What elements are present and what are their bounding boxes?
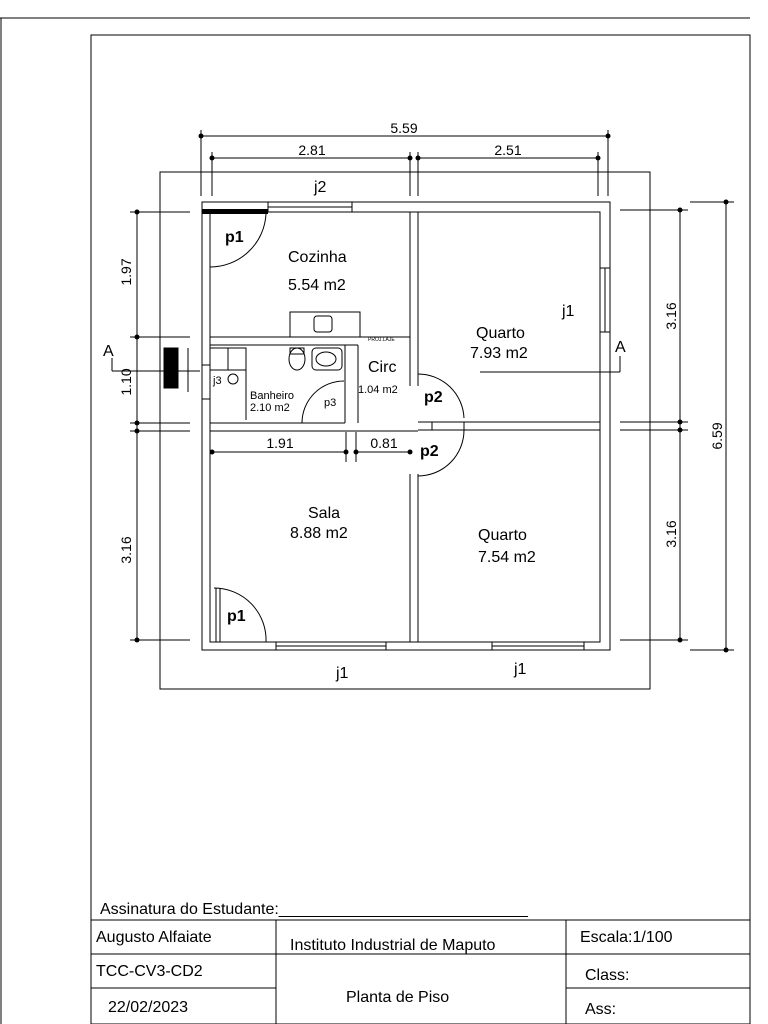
dim-left-mid: 1.10 xyxy=(118,368,134,395)
room-quarto2-name: Quarto xyxy=(478,527,527,544)
scale-label: Escala:1/100 xyxy=(580,929,673,946)
window-j2 xyxy=(267,201,353,213)
dim-right-overall: 6.59 xyxy=(709,422,725,449)
drawing-title: Planta de Piso xyxy=(346,989,449,1006)
drawing-code: TCC-CV3-CD2 xyxy=(96,963,203,980)
label-p2-quarto: p2 xyxy=(424,389,443,406)
dimension-ticks xyxy=(134,133,729,653)
dim-right-top: 3.16 xyxy=(663,302,679,329)
dim-top-right: 2.51 xyxy=(494,142,521,158)
class-label: Class: xyxy=(585,967,629,984)
room-cozinha-name: Cozinha xyxy=(288,249,347,266)
interior-walls xyxy=(210,211,600,642)
door-p1-leaf-top xyxy=(202,209,268,214)
room-sala-name: Sala xyxy=(308,505,340,522)
dim-right-bottom: 3.16 xyxy=(663,520,679,547)
student-name: Augusto Alfaiate xyxy=(96,929,212,946)
section-marker-left: A xyxy=(103,343,114,360)
room-sala-area: 8.88 m2 xyxy=(290,525,348,542)
dim-top-left: 2.81 xyxy=(298,142,325,158)
room-quarto2-area: 7.54 m2 xyxy=(478,549,536,566)
dim-inner-circ: 0.81 xyxy=(370,435,397,451)
label-j2: j2 xyxy=(313,179,327,196)
room-circ-name: Circ xyxy=(368,359,396,376)
room-circ-area: 1.04 m2 xyxy=(358,384,398,396)
dim-left-bottom: 3.16 xyxy=(118,536,134,563)
room-banheiro-name: Banheiro xyxy=(250,390,294,402)
room-banheiro-area: 2.10 m2 xyxy=(250,402,290,414)
fixtures xyxy=(209,311,361,385)
drawing-frame xyxy=(90,34,751,1024)
room-quarto1-name: Quarto xyxy=(476,325,525,342)
door-swings xyxy=(209,213,465,643)
signature-line: Assinatura do Estudante:________________… xyxy=(100,901,529,918)
institute-name: Instituto Industrial de Maputo xyxy=(290,937,496,954)
outer-walls xyxy=(201,201,611,651)
proj-laje-note: PROJ.LAJE xyxy=(368,337,395,343)
window-j1-side xyxy=(599,267,611,333)
window-j3 xyxy=(201,364,211,400)
room-quarto1-area: 7.93 m2 xyxy=(470,345,528,362)
dim-left-top: 1.97 xyxy=(118,258,134,285)
label-j1-side: j1 xyxy=(561,303,575,320)
drawing-date: 22/02/2023 xyxy=(108,999,188,1016)
label-j3: j3 xyxy=(212,375,222,387)
section-marker-right: A xyxy=(615,339,626,356)
label-p1-cozinha: p1 xyxy=(225,229,244,246)
label-p2-quarto2: p2 xyxy=(420,443,439,460)
window-j1-sala xyxy=(275,641,387,651)
dim-inner-sala: 1.91 xyxy=(266,435,293,451)
section-line xyxy=(111,347,621,392)
dim-overall-width: 5.59 xyxy=(390,120,417,136)
label-p3: p3 xyxy=(324,397,336,409)
ass-label: Ass: xyxy=(585,1001,616,1018)
label-p1-sala: p1 xyxy=(227,608,246,625)
room-cozinha-area: 5.54 m2 xyxy=(288,277,346,294)
label-j1-quarto: j1 xyxy=(513,661,527,678)
label-j1-sala: j1 xyxy=(335,665,349,682)
title-block-lines xyxy=(91,919,750,1024)
window-j1-quarto xyxy=(491,641,585,651)
